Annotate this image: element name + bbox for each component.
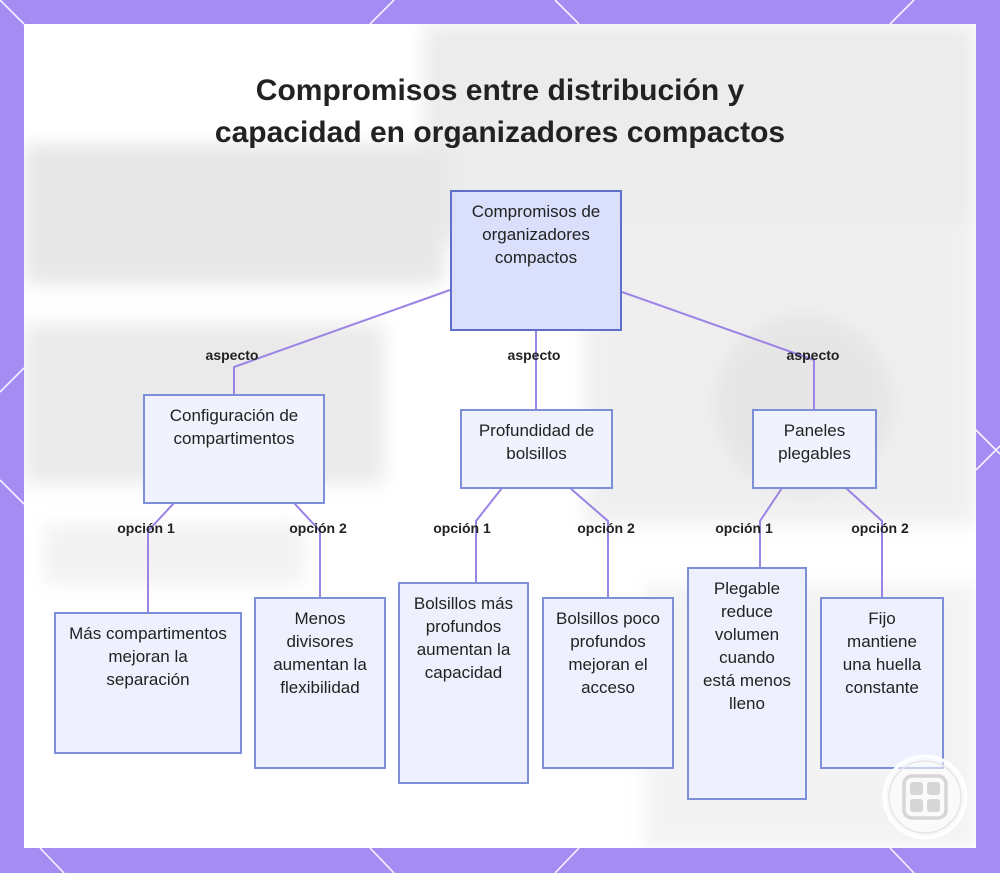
edge-label-a1-opt2: opción 2 — [268, 519, 368, 537]
aspect-node-pocket-depth: Profundidad de bolsillos — [460, 409, 613, 489]
option-text: Menos divisores aumentan la flexibilidad — [256, 607, 384, 699]
diagram-card: Compromisos entre distribución y capacid… — [24, 24, 976, 848]
edge-label-a3-opt2: opción 2 — [830, 519, 930, 537]
edge-label-aspect-1: aspecto — [182, 346, 282, 364]
option-node-deeper-pockets: Bolsillos más profundos aumentan la capa… — [398, 582, 529, 784]
tradeoff-tree: Compromisos de organizadores compactos a… — [24, 24, 976, 848]
option-node-foldable: Plegable reduce volumen cuando está meno… — [687, 567, 807, 800]
option-node-shallow-pockets: Bolsillos poco profundos mejoran el acce… — [542, 597, 674, 769]
option-text: Fijo mantiene una huella constante — [822, 607, 942, 699]
edge-label-a2-opt1: opción 1 — [412, 519, 512, 537]
aspect-node-compartments: Configuración de compartimentos — [143, 394, 325, 504]
aspect-label: Paneles plegables — [754, 419, 875, 465]
edge-a1-opt2 — [294, 503, 320, 597]
grid-logo-icon — [882, 754, 968, 840]
edge-label-aspect-3: aspecto — [763, 346, 863, 364]
option-node-more-compartments: Más compartimentos mejoran la separación — [54, 612, 242, 754]
edge-label-aspect-2: aspecto — [484, 346, 584, 364]
edge-label-a2-opt2: opción 2 — [556, 519, 656, 537]
edge-label-a1-opt1: opción 1 — [96, 519, 196, 537]
aspect-label: Profundidad de bolsillos — [462, 419, 611, 465]
option-node-fewer-dividers: Menos divisores aumentan la flexibilidad — [254, 597, 386, 769]
edge-a3-opt2 — [846, 488, 882, 597]
root-node: Compromisos de organizadores compactos — [450, 190, 622, 331]
option-text: Más compartimentos mejoran la separación — [56, 622, 240, 691]
edge-root-aspect-1 — [234, 290, 450, 394]
option-text: Bolsillos poco profundos mejoran el acce… — [544, 607, 672, 699]
option-text: Bolsillos más profundos aumentan la capa… — [400, 592, 527, 684]
aspect-node-folding-panels: Paneles plegables — [752, 409, 877, 489]
aspect-label: Configuración de compartimentos — [145, 404, 323, 450]
edge-label-a3-opt1: opción 1 — [694, 519, 794, 537]
option-node-fixed: Fijo mantiene una huella constante — [820, 597, 944, 769]
option-text: Plegable reduce volumen cuando está meno… — [689, 577, 805, 715]
root-label: Compromisos de organizadores compactos — [452, 200, 620, 269]
edge-a2-opt2 — [570, 488, 608, 597]
